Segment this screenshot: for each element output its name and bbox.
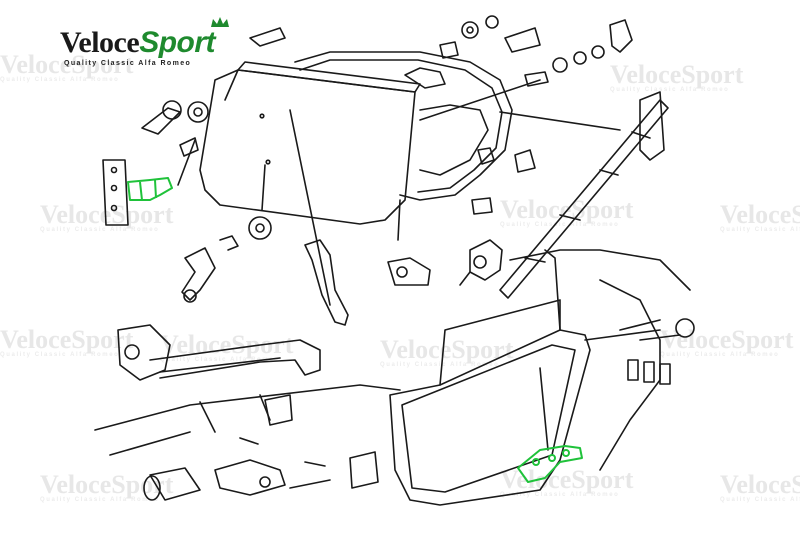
- brand-logo: VeloceSport Quality Classic Alfa Romeo: [60, 17, 240, 76]
- door-shell: [294, 51, 513, 201]
- car-interior-view: [389, 249, 695, 506]
- lock-cylinder: [143, 394, 379, 501]
- brand-name: VeloceSport: [60, 26, 216, 59]
- crown-icon: [211, 17, 229, 27]
- window-winder-handle: [141, 100, 209, 157]
- door-check-strap: [102, 159, 129, 226]
- small-fasteners: [249, 15, 633, 286]
- window-winder-handle-lower: [181, 216, 272, 303]
- highlighted-door-pull-bracket: [517, 445, 583, 483]
- window-regulator-channel: [459, 91, 669, 299]
- door-pull-handle: [304, 239, 349, 326]
- door-lock-mechanism: [117, 324, 321, 381]
- door-trim-panel: [199, 61, 421, 225]
- highlighted-door-check-bracket: [127, 177, 173, 201]
- brand-tagline: Quality Classic Alfa Romeo: [64, 60, 192, 67]
- car-sill-outline: [94, 384, 401, 456]
- leader-lines: [177, 79, 661, 451]
